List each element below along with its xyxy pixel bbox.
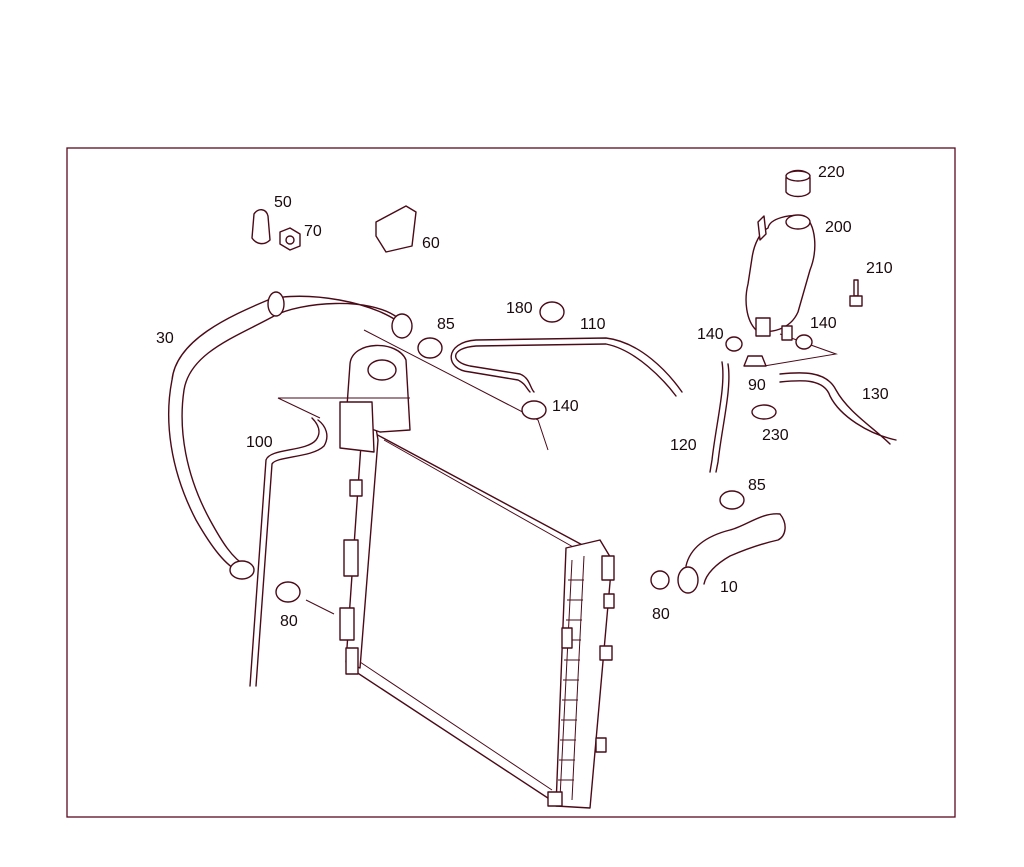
- callout-200: 200: [825, 219, 852, 236]
- clamp-140-right: [795, 334, 813, 350]
- clamp-50: [251, 209, 271, 245]
- callout-120: 120: [670, 437, 697, 454]
- hose-30: [168, 295, 409, 573]
- connector-90: [743, 355, 767, 367]
- callout-30: 30: [156, 330, 174, 347]
- callout-80-left: 80: [280, 613, 298, 630]
- grommet-230: [751, 404, 777, 420]
- callout-90: 90: [748, 377, 766, 394]
- hose-30-end: [229, 560, 255, 580]
- callout-140-left: 140: [697, 326, 724, 343]
- callout-220: 220: [818, 164, 845, 181]
- radiator: [339, 344, 615, 809]
- clamp-140-left: [725, 336, 743, 352]
- callout-140-right: 140: [810, 315, 837, 332]
- clamp-85-right: [719, 490, 745, 510]
- hose-10: [685, 513, 786, 585]
- clamp-85-top: [417, 337, 443, 359]
- callout-100: 100: [246, 434, 273, 451]
- hose-120: [709, 361, 730, 473]
- clamp-140-mid: [521, 400, 547, 420]
- callout-140-mid: 140: [552, 398, 579, 415]
- callout-230: 230: [762, 427, 789, 444]
- clamp-80-left: [275, 581, 301, 603]
- expansion-tank-200: [745, 214, 816, 341]
- clamp-180: [539, 301, 565, 323]
- callout-110: 110: [580, 316, 606, 333]
- callout-210: 210: [866, 260, 893, 277]
- cap-220: [785, 169, 811, 198]
- callout-50: 50: [274, 194, 292, 211]
- clamp-80-right: [650, 570, 670, 590]
- callout-130: 130: [862, 386, 889, 403]
- bracket-60: [375, 205, 417, 253]
- callout-60: 60: [422, 235, 440, 252]
- hose-10-end: [677, 566, 699, 594]
- callout-10: 10: [720, 579, 738, 596]
- hose-30-clamp: [267, 291, 285, 317]
- diagram-frame: [66, 147, 956, 818]
- hose-30-top-end: [391, 313, 413, 339]
- callout-80-right: 80: [652, 606, 670, 623]
- nut-70: [279, 227, 301, 251]
- hose-130: [779, 372, 897, 445]
- callout-85-top: 85: [437, 316, 455, 333]
- hose-100: [249, 417, 328, 687]
- callout-70: 70: [304, 223, 322, 240]
- callout-85-right: 85: [748, 477, 766, 494]
- sensor-210: [849, 279, 863, 307]
- callout-180: 180: [506, 300, 533, 317]
- hose-110: [450, 337, 683, 397]
